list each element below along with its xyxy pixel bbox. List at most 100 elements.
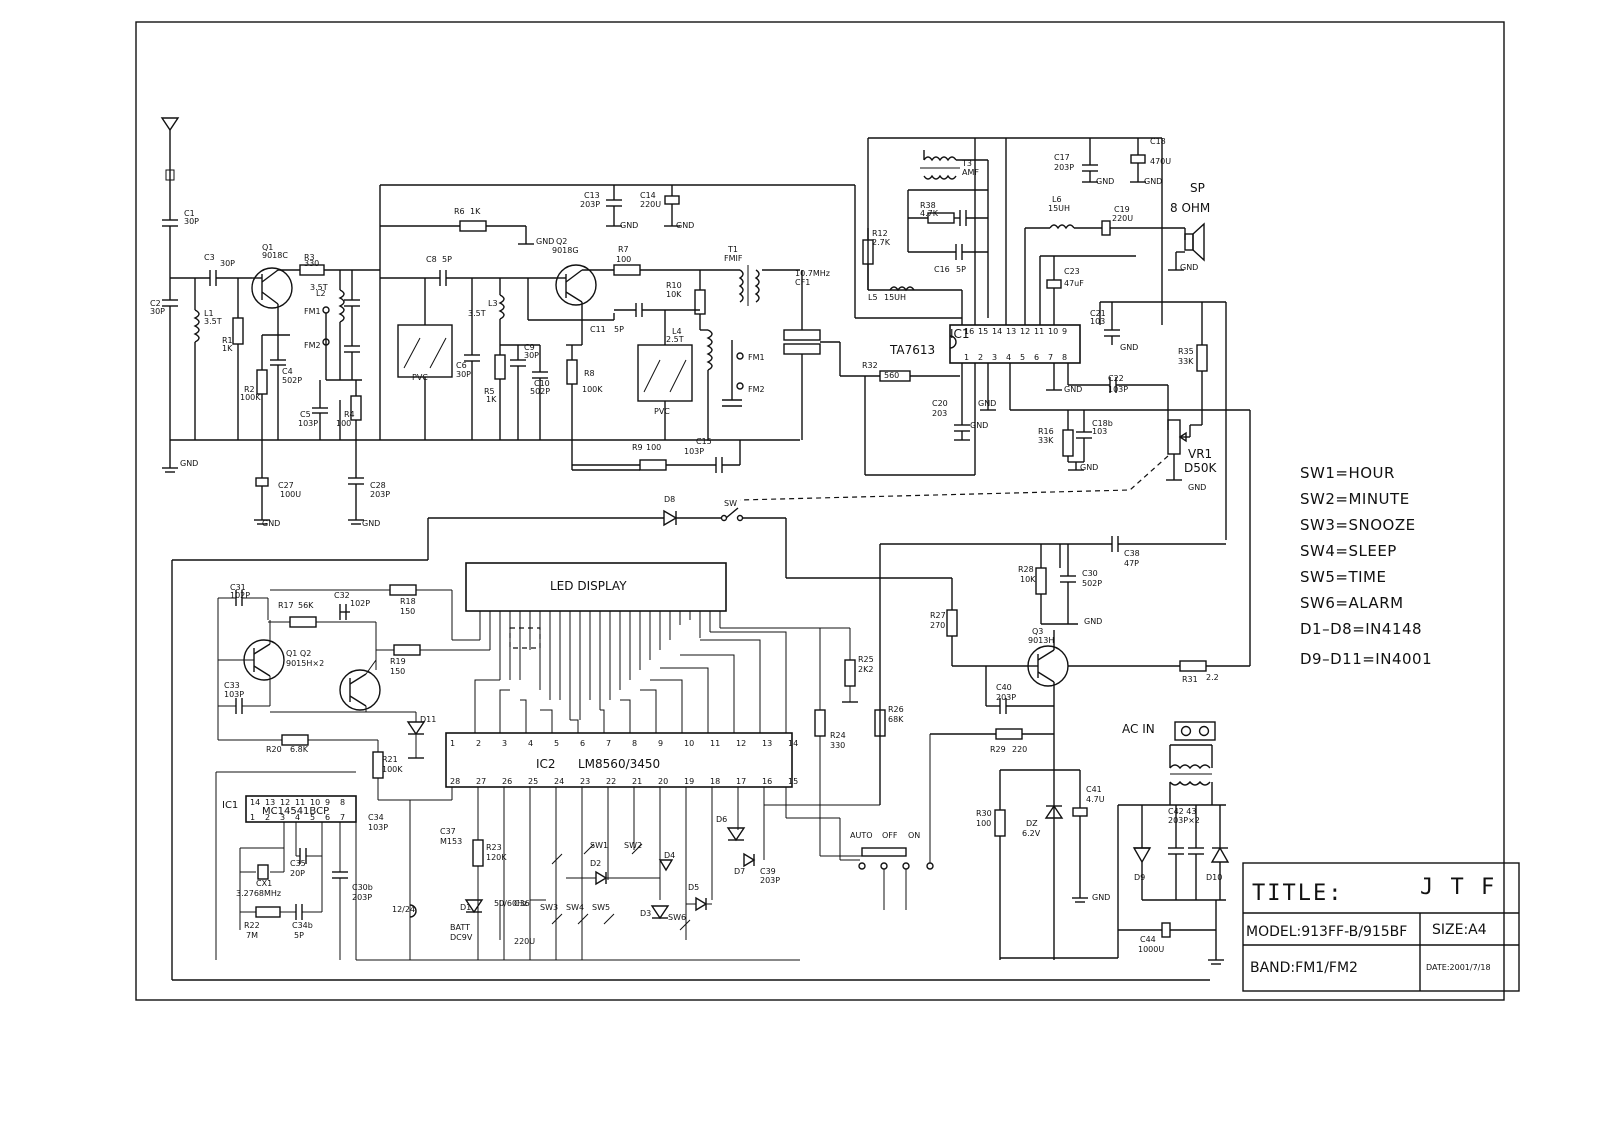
svg-text:100: 100	[646, 443, 661, 452]
auto-off-on-switch[interactable]	[858, 847, 934, 870]
svg-text:R24: R24	[830, 731, 846, 740]
svg-text:BATT: BATT	[450, 923, 470, 932]
svg-text:SW4=SLEEP: SW4=SLEEP	[1300, 542, 1397, 560]
pin-number: 4	[1006, 353, 1011, 362]
svg-text:203P: 203P	[370, 490, 390, 499]
svg-text:C44: C44	[1140, 935, 1156, 944]
svg-text:C5: C5	[300, 410, 311, 419]
svg-text:2.2: 2.2	[1206, 673, 1219, 682]
svg-text:103P: 103P	[684, 447, 704, 456]
transistor-clock-q2	[339, 669, 381, 711]
svg-text:SW5: SW5	[592, 903, 610, 912]
ac-in-label: AC IN	[1122, 722, 1155, 736]
svg-text:GND: GND	[1080, 463, 1098, 472]
svg-text:FM2: FM2	[304, 341, 321, 350]
svg-text:102P: 102P	[350, 599, 370, 608]
pin-number: 20	[658, 777, 668, 786]
divider-ref: IC1	[222, 800, 238, 811]
pin-number: 2	[476, 739, 481, 748]
svg-text:2K2: 2K2	[858, 665, 873, 674]
svg-text:4.7U: 4.7U	[1086, 795, 1105, 804]
variable-capacitor-1	[397, 324, 453, 378]
svg-text:GND: GND	[1084, 617, 1102, 626]
component-labels: C1 30P C2 30P C3 30P L1 3.5T Q1 9018C R3…	[150, 137, 1219, 954]
svg-text:270: 270	[930, 621, 945, 630]
potentiometer-vr1[interactable]	[1167, 419, 1181, 455]
svg-text:L2: L2	[316, 289, 326, 298]
svg-text:3.5T: 3.5T	[310, 283, 328, 292]
svg-text:Q1 Q2: Q1 Q2	[286, 649, 311, 658]
svg-text:203P: 203P	[760, 876, 780, 885]
display-pins	[479, 611, 721, 720]
svg-text:GND: GND	[1096, 177, 1114, 186]
svg-text:C20: C20	[932, 399, 948, 408]
svg-text:D1: D1	[460, 903, 471, 912]
transistor-q1	[251, 267, 293, 309]
pin-number: 12	[1020, 327, 1030, 336]
svg-text:GND: GND	[1064, 385, 1082, 394]
svg-text:D9: D9	[1134, 873, 1145, 882]
svg-text:30P: 30P	[150, 307, 165, 316]
svg-text:220U: 220U	[514, 937, 535, 946]
svg-text:470U: 470U	[1150, 157, 1171, 166]
svg-text:L5: L5	[868, 293, 878, 302]
ac-input-connector[interactable]	[1174, 721, 1216, 741]
band-text: BAND:FM1/FM2	[1250, 960, 1358, 976]
svg-text:2.5T: 2.5T	[666, 335, 684, 344]
svg-text:R32: R32	[862, 361, 878, 370]
pin-number: 1	[250, 813, 255, 822]
svg-text:D7: D7	[734, 867, 745, 876]
pin-number: 15	[978, 327, 988, 336]
svg-text:D3: D3	[640, 909, 651, 918]
svg-text:150: 150	[390, 667, 405, 676]
pin-number: 15	[788, 777, 798, 786]
svg-text:R8: R8	[584, 369, 595, 378]
svg-text:R16: R16	[1038, 427, 1054, 436]
svg-text:1K: 1K	[222, 344, 233, 353]
svg-text:R20: R20	[266, 745, 282, 754]
keypad-switches[interactable]	[551, 843, 691, 931]
svg-text:D1–D8=IN4148: D1–D8=IN4148	[1300, 620, 1422, 638]
svg-text:330: 330	[830, 741, 845, 750]
pin-number: 23	[580, 777, 590, 786]
pin-number: 16	[762, 777, 772, 786]
variable-capacitor-2	[637, 344, 693, 402]
title-label: TITLE:	[1252, 881, 1343, 906]
svg-text:GND: GND	[978, 399, 996, 408]
svg-text:D11: D11	[420, 715, 436, 724]
svg-text:Q2: Q2	[556, 237, 567, 246]
speaker-ref: SP	[1190, 181, 1205, 195]
svg-text:C42 43: C42 43	[1168, 807, 1197, 816]
svg-text:R38: R38	[920, 201, 936, 210]
pin-number: 9	[1062, 327, 1067, 336]
svg-text:R7: R7	[618, 245, 629, 254]
svg-text:C36: C36	[514, 899, 530, 908]
svg-text:560: 560	[884, 371, 899, 380]
svg-text:103: 103	[1090, 317, 1105, 326]
svg-text:33K: 33K	[1178, 357, 1194, 366]
svg-text:103P: 103P	[224, 690, 244, 699]
svg-text:FM2: FM2	[748, 385, 765, 394]
svg-text:R23: R23	[486, 843, 502, 852]
svg-text:C34b: C34b	[292, 921, 313, 930]
svg-text:103P: 103P	[1108, 385, 1128, 394]
svg-text:47uF: 47uF	[1064, 279, 1084, 288]
svg-text:C34: C34	[368, 813, 384, 822]
svg-text:7M: 7M	[246, 931, 258, 940]
svg-text:5P: 5P	[956, 265, 966, 274]
svg-text:SW3: SW3	[540, 903, 558, 912]
svg-text:SW1=HOUR: SW1=HOUR	[1300, 464, 1395, 482]
ic1-part: TA7613	[889, 343, 935, 357]
pin-number: 24	[554, 777, 564, 786]
svg-text:D4: D4	[664, 851, 675, 860]
pin-number: 6	[1034, 353, 1039, 362]
pin-number: 21	[632, 777, 642, 786]
svg-text:502P: 502P	[530, 387, 550, 396]
svg-text:L3: L3	[488, 299, 498, 308]
svg-text:GND: GND	[970, 421, 988, 430]
svg-text:C18b: C18b	[1092, 419, 1113, 428]
pin-number: 16	[964, 327, 974, 336]
svg-text:R26: R26	[888, 705, 904, 714]
